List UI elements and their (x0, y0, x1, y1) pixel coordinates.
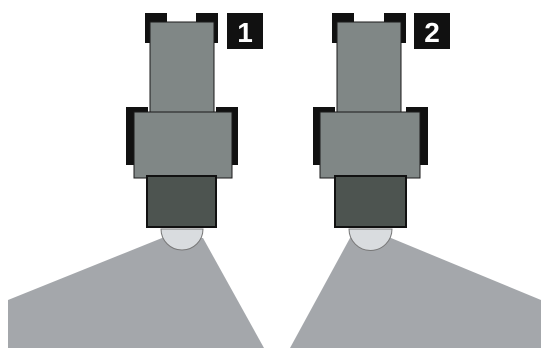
sprayer-unit-2 (290, 13, 541, 348)
marker-badge-1: 1 (227, 13, 263, 49)
nozzle-2 (348, 228, 393, 251)
marker-label-1: 1 (237, 17, 253, 48)
nozzle-1 (160, 228, 204, 251)
machine-cab-2 (319, 111, 421, 179)
spray-fan-1 (8, 238, 264, 348)
machine-cab-1 (133, 111, 233, 179)
implement-2 (334, 175, 407, 228)
marker-label-2: 2 (424, 17, 440, 48)
machine-front-1 (149, 21, 215, 115)
sprayer-unit-1 (8, 13, 264, 348)
implement-1 (146, 175, 217, 228)
machine-front-2 (336, 21, 402, 115)
marker-badge-2: 2 (414, 13, 450, 49)
spray-fan-2 (290, 238, 541, 348)
